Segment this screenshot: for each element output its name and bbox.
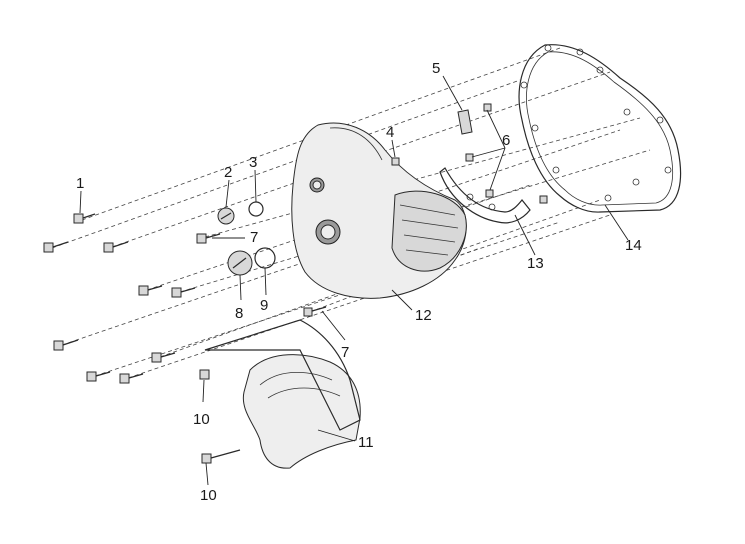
callout-13: 13 <box>527 255 544 272</box>
oring-large <box>254 247 276 269</box>
callout-10a: 10 <box>193 411 210 428</box>
main-cover-part <box>291 122 467 299</box>
back-plate-part <box>204 319 361 431</box>
bolt-6a <box>483 103 492 112</box>
callout-1: 1 <box>76 175 84 192</box>
bolt-e <box>171 287 196 298</box>
callout-7b: 7 <box>341 344 349 361</box>
bolt-h <box>86 371 111 382</box>
bolt-10a <box>199 369 210 380</box>
callout-labels: 1 2 3 4 5 6 7 8 9 7 10 10 11 12 13 14 <box>76 60 642 504</box>
gasket-part <box>518 44 682 213</box>
plug-large <box>227 250 253 276</box>
bolt-c <box>196 233 221 244</box>
bolt-4 <box>391 157 400 166</box>
bolt-b <box>103 241 129 253</box>
bolt-f <box>53 339 79 351</box>
callout-3: 3 <box>249 154 257 171</box>
lower-guard-part <box>242 354 361 469</box>
bolt-parts <box>43 103 548 464</box>
bolt-a <box>43 241 69 253</box>
bracket-part <box>439 167 531 224</box>
bolt-6b <box>465 153 474 162</box>
oring-small <box>248 201 264 217</box>
bolt-d <box>138 285 163 296</box>
callout-14: 14 <box>625 237 642 254</box>
plug-small <box>217 207 235 225</box>
bolt-i <box>119 373 144 384</box>
bolt-13 <box>539 195 548 204</box>
clip-part <box>457 109 473 135</box>
callout-7a: 7 <box>250 229 258 246</box>
callout-8: 8 <box>235 305 243 322</box>
leader-lines <box>79 75 629 486</box>
callout-2: 2 <box>224 164 232 181</box>
bolt-g <box>151 352 176 363</box>
callout-9: 9 <box>260 297 268 314</box>
bolt-1 <box>73 213 96 224</box>
callout-10b: 10 <box>200 487 217 504</box>
callout-4: 4 <box>386 124 394 141</box>
callout-11: 11 <box>358 434 374 451</box>
bolt-6c <box>485 189 494 198</box>
callout-5: 5 <box>432 60 440 77</box>
bolt-10b <box>201 449 241 464</box>
callout-12: 12 <box>415 307 432 324</box>
callout-6: 6 <box>502 132 510 149</box>
bolt-7b <box>303 306 327 317</box>
